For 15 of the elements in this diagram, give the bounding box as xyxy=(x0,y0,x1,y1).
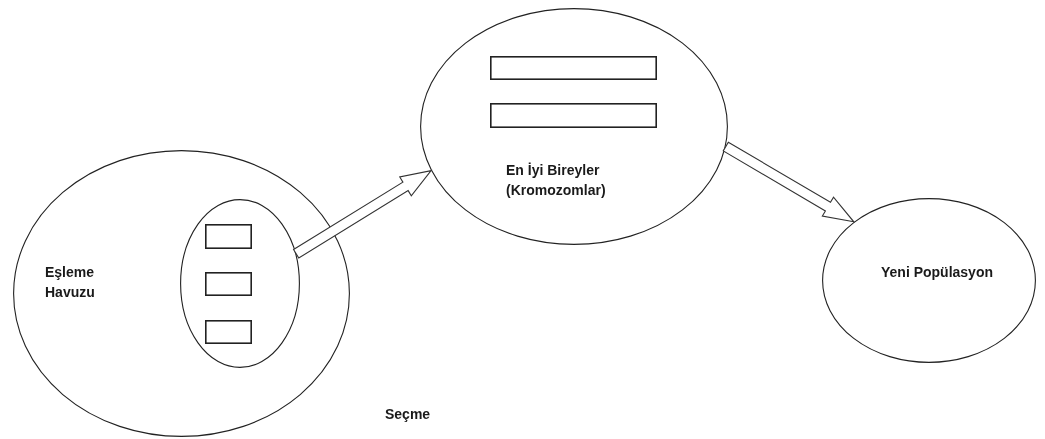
block-arrow xyxy=(292,169,433,259)
chromosome-rect xyxy=(205,320,252,344)
node-label: Yeni Popülasyon xyxy=(880,263,994,282)
selection-ellipse xyxy=(180,199,300,368)
new-population-ellipse xyxy=(822,198,1036,363)
chromosome-rect xyxy=(205,272,252,296)
chromosome-rect xyxy=(490,103,657,128)
block-arrow xyxy=(722,141,856,223)
pool-circle xyxy=(13,150,350,437)
node-label: En İyi Bireyler (Kromozomlar) xyxy=(506,161,607,200)
best-individuals-ellipse xyxy=(420,8,728,245)
step-label: Seçme xyxy=(385,406,431,422)
node-label: Eşleme Havuzu xyxy=(45,263,96,302)
chromosome-rect xyxy=(205,224,252,249)
chromosome-rect xyxy=(490,56,657,80)
